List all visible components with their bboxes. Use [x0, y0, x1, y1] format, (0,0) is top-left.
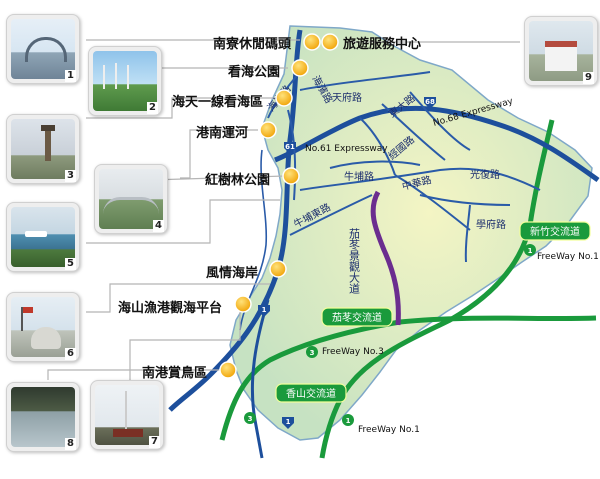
- photo-thumb-5[interactable]: 5: [6, 202, 80, 272]
- photo-haishan-platform: [11, 297, 75, 357]
- photo-seaview-park: [93, 51, 157, 111]
- label-freeway-no1-south: FreeWay No.1: [358, 425, 420, 435]
- leader-lines: [47, 39, 520, 380]
- label-tianfu-road: 天府路: [332, 91, 362, 104]
- label-xuefu-road: 學府路: [476, 218, 506, 231]
- label-guangfu-road: 光復路: [470, 168, 500, 181]
- label-mangrove-park: 紅樹林公園: [205, 173, 271, 188]
- svg-text:香山交流道: 香山交流道: [286, 387, 336, 400]
- photo-horizon-area: [11, 119, 75, 179]
- photo-number: 4: [153, 220, 164, 232]
- marker-seaview-park[interactable]: [291, 59, 309, 77]
- photo-thumb-7[interactable]: 7: [90, 380, 164, 450]
- photo-thumb-8[interactable]: 8: [6, 382, 80, 452]
- shield-1-west: 1: [258, 305, 270, 317]
- shield-1-south: 1: [282, 417, 294, 429]
- marker-gangnan-canal[interactable]: [259, 121, 277, 139]
- label-nangang-birdwatch: 南港賞鳥區: [142, 366, 208, 381]
- photo-number: 6: [65, 348, 76, 360]
- label-freeway-no3: FreeWay No.3: [322, 347, 384, 357]
- label-horizon-area: 海天一線看海區: [172, 95, 264, 110]
- photo-number: 9: [583, 72, 594, 84]
- label-visitor-center: 旅遊服務中心: [343, 37, 422, 52]
- label-niupu-road: 牛埔路: [344, 170, 374, 183]
- shield-3-south: 3: [244, 412, 256, 424]
- shield-3-freeway: 3: [306, 346, 318, 358]
- photo-number: 7: [149, 436, 160, 448]
- freeway-no3-route: [219, 315, 597, 441]
- photo-number: 3: [65, 170, 76, 182]
- photo-number: 5: [65, 258, 76, 270]
- route-shields: 68 61 1 1 1 1 3 3: [244, 97, 536, 429]
- label-nanliao-wharf: 南寮休閒碼頭: [213, 37, 292, 52]
- photo-thumb-9[interactable]: 9: [524, 16, 598, 86]
- label-seaview-park: 看海公園: [228, 65, 281, 80]
- scenic-avenue-route: [370, 190, 401, 326]
- shield-61: 61: [284, 142, 296, 154]
- marker-nanliao-wharf[interactable]: [303, 33, 321, 51]
- marker-visitor-center[interactable]: [321, 33, 339, 51]
- label-expressway-no61: No.61 Expressway: [305, 144, 388, 154]
- interchange-hsinchu[interactable]: 新竹交流道: [519, 221, 591, 241]
- shield-68: 68: [424, 97, 436, 109]
- label-scenic-avenue: 茄苳景觀大道: [348, 227, 361, 294]
- photo-nanliao-wharf: [11, 19, 75, 79]
- svg-text:茄苳交流道: 茄苳交流道: [332, 311, 382, 324]
- photo-thumb-1[interactable]: 1: [6, 14, 80, 84]
- interchange-jiadong[interactable]: 茄苳交流道: [321, 307, 393, 327]
- marker-nangang-birdwatch[interactable]: [219, 361, 237, 379]
- label-freeway-no1-east: FreeWay No.1: [537, 252, 599, 262]
- photo-thumb-4[interactable]: 4: [94, 164, 168, 234]
- land-area: [229, 25, 593, 441]
- photo-nangang-birdwatch: [95, 385, 159, 445]
- svg-text:1: 1: [346, 417, 351, 425]
- photo-gangnan-canal: [11, 387, 75, 447]
- interchange-xiangshan[interactable]: 香山交流道: [275, 383, 347, 403]
- photo-number: 2: [147, 102, 158, 114]
- photo-number: 1: [65, 70, 76, 82]
- label-haishan-platform: 海山漁港觀海平台: [118, 301, 223, 316]
- svg-text:1: 1: [528, 247, 533, 255]
- marker-horizon-area[interactable]: [275, 89, 293, 107]
- photo-visitor-center: [529, 21, 593, 81]
- svg-text:68: 68: [425, 98, 435, 106]
- shield-1-freeway-east: 1: [524, 244, 536, 256]
- marker-mangrove-park[interactable]: [282, 167, 300, 185]
- photo-thumb-6[interactable]: 6: [6, 292, 80, 362]
- photo-thumb-2[interactable]: 2: [88, 46, 162, 116]
- marker-scenic-coast[interactable]: [269, 260, 287, 278]
- photo-number: 8: [65, 438, 76, 450]
- svg-text:3: 3: [310, 349, 315, 357]
- photo-thumb-3[interactable]: 3: [6, 114, 80, 184]
- svg-text:1: 1: [286, 418, 291, 426]
- marker-haishan-platform[interactable]: [234, 295, 252, 313]
- svg-text:3: 3: [248, 415, 253, 423]
- svg-text:61: 61: [285, 143, 295, 151]
- photo-scenic-coast: [11, 207, 75, 267]
- label-scenic-coast: 風情海岸: [206, 266, 259, 281]
- svg-text:1: 1: [262, 306, 267, 314]
- location-markers: [219, 33, 339, 379]
- local-roads: [267, 71, 541, 263]
- label-gangnan-canal: 港南運河: [196, 126, 249, 141]
- expressway-no68-route: [274, 105, 600, 183]
- photo-mangrove-park: [99, 169, 163, 229]
- shield-1-freeway-south: 1: [342, 414, 354, 426]
- svg-text:新竹交流道: 新竹交流道: [530, 225, 580, 238]
